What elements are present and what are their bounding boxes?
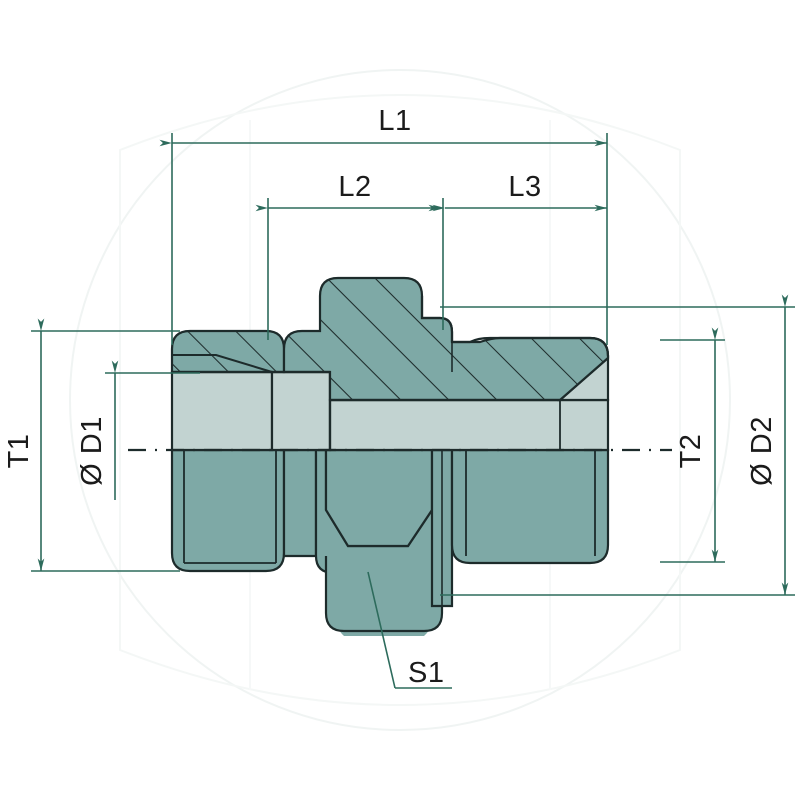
label-s1: S1 (408, 657, 444, 689)
hex-boss-step-outline (420, 296, 454, 342)
left-end-chamfer-line (172, 354, 273, 373)
label-t1: T1 (3, 434, 35, 469)
left-end-face-line-lower (183, 450, 277, 564)
part-geometry (128, 276, 672, 636)
upper-half-section-hatched (170, 276, 610, 402)
label-t2: T2 (675, 434, 707, 469)
dimension-d1 (105, 360, 200, 500)
shoulder-lower (282, 448, 318, 558)
dimension-l1 (159, 133, 608, 345)
dimension-annotations (31, 133, 795, 689)
s1-leader-line (367, 571, 396, 689)
left-end-body-lower (170, 448, 286, 573)
lower-half-outside-view (170, 448, 610, 636)
thread-crest-right (452, 336, 610, 357)
leader-s1 (367, 571, 452, 689)
counterbore-cavity (170, 370, 274, 452)
dimension-t1 (31, 318, 180, 572)
section-internal-edges (172, 370, 560, 402)
dimension-d2 (440, 294, 795, 596)
counterbore-chamfer (270, 370, 332, 452)
hex-protrusion-outline-lower (324, 556, 444, 633)
label-l1: L1 (378, 105, 411, 137)
thread-root-line-lower (465, 450, 596, 556)
label-d2: Ø D2 (746, 416, 778, 486)
label-l3: L3 (508, 171, 541, 203)
dimension-t2 (660, 327, 725, 563)
hex-facet-fill-lower (324, 448, 434, 548)
label-d1: Ø D1 (76, 416, 108, 486)
dimension-l2 (255, 198, 444, 340)
label-l2: L2 (338, 171, 371, 203)
dimension-labels: L1 L2 L3 T1 Ø D1 T2 Ø D2 S1 (3, 105, 778, 689)
through-bore (328, 398, 610, 452)
right-thread-body-lower (450, 448, 610, 565)
